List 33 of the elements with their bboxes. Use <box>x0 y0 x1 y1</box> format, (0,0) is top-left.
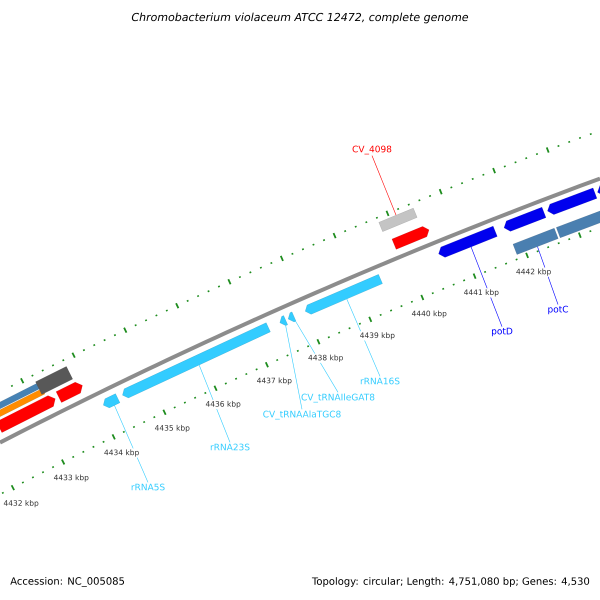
gene-feature <box>280 315 288 326</box>
gene-feature <box>56 382 82 403</box>
gene-label: CV_tRNAAlaTGC8 <box>263 410 341 420</box>
gene-feature <box>103 394 120 408</box>
leader-line <box>114 405 148 483</box>
gene-feature <box>305 274 383 314</box>
gene-box <box>35 366 73 394</box>
gene-label: potD <box>492 328 512 336</box>
gene-box <box>378 208 418 232</box>
gene-label: potC <box>548 306 568 314</box>
gene-feature <box>438 226 498 258</box>
gene-label: rRNA16S <box>360 378 400 384</box>
leader-line <box>470 246 502 327</box>
leader-line <box>285 325 302 410</box>
gene-feature <box>0 396 56 433</box>
gene-feature <box>392 226 430 250</box>
leader-line <box>346 298 380 377</box>
gene-feature <box>547 188 597 215</box>
leader-line <box>372 155 396 216</box>
title: Chromobacterium violaceum ATCC 12472, complete genome <box>132 12 468 24</box>
gene-label: CV_4098 <box>352 146 392 154</box>
gene-label: rRNA5S <box>132 484 165 490</box>
gene-box <box>0 388 45 418</box>
footer-text: Accession: NC_005085 <box>10 577 124 587</box>
gene-box <box>556 210 600 238</box>
gene-feature <box>288 312 296 322</box>
gene-box <box>512 228 558 255</box>
gene-label: CV_tRNAIleGAT8 <box>302 394 374 402</box>
gene-feature <box>504 207 546 232</box>
gene-feature <box>597 185 600 196</box>
gene-box <box>0 383 40 410</box>
footer-text: Topology: circular; Length: 4,751,080 bp; Genes: 4,530 <box>312 577 590 587</box>
gene-label: rRNA23S <box>210 444 250 450</box>
